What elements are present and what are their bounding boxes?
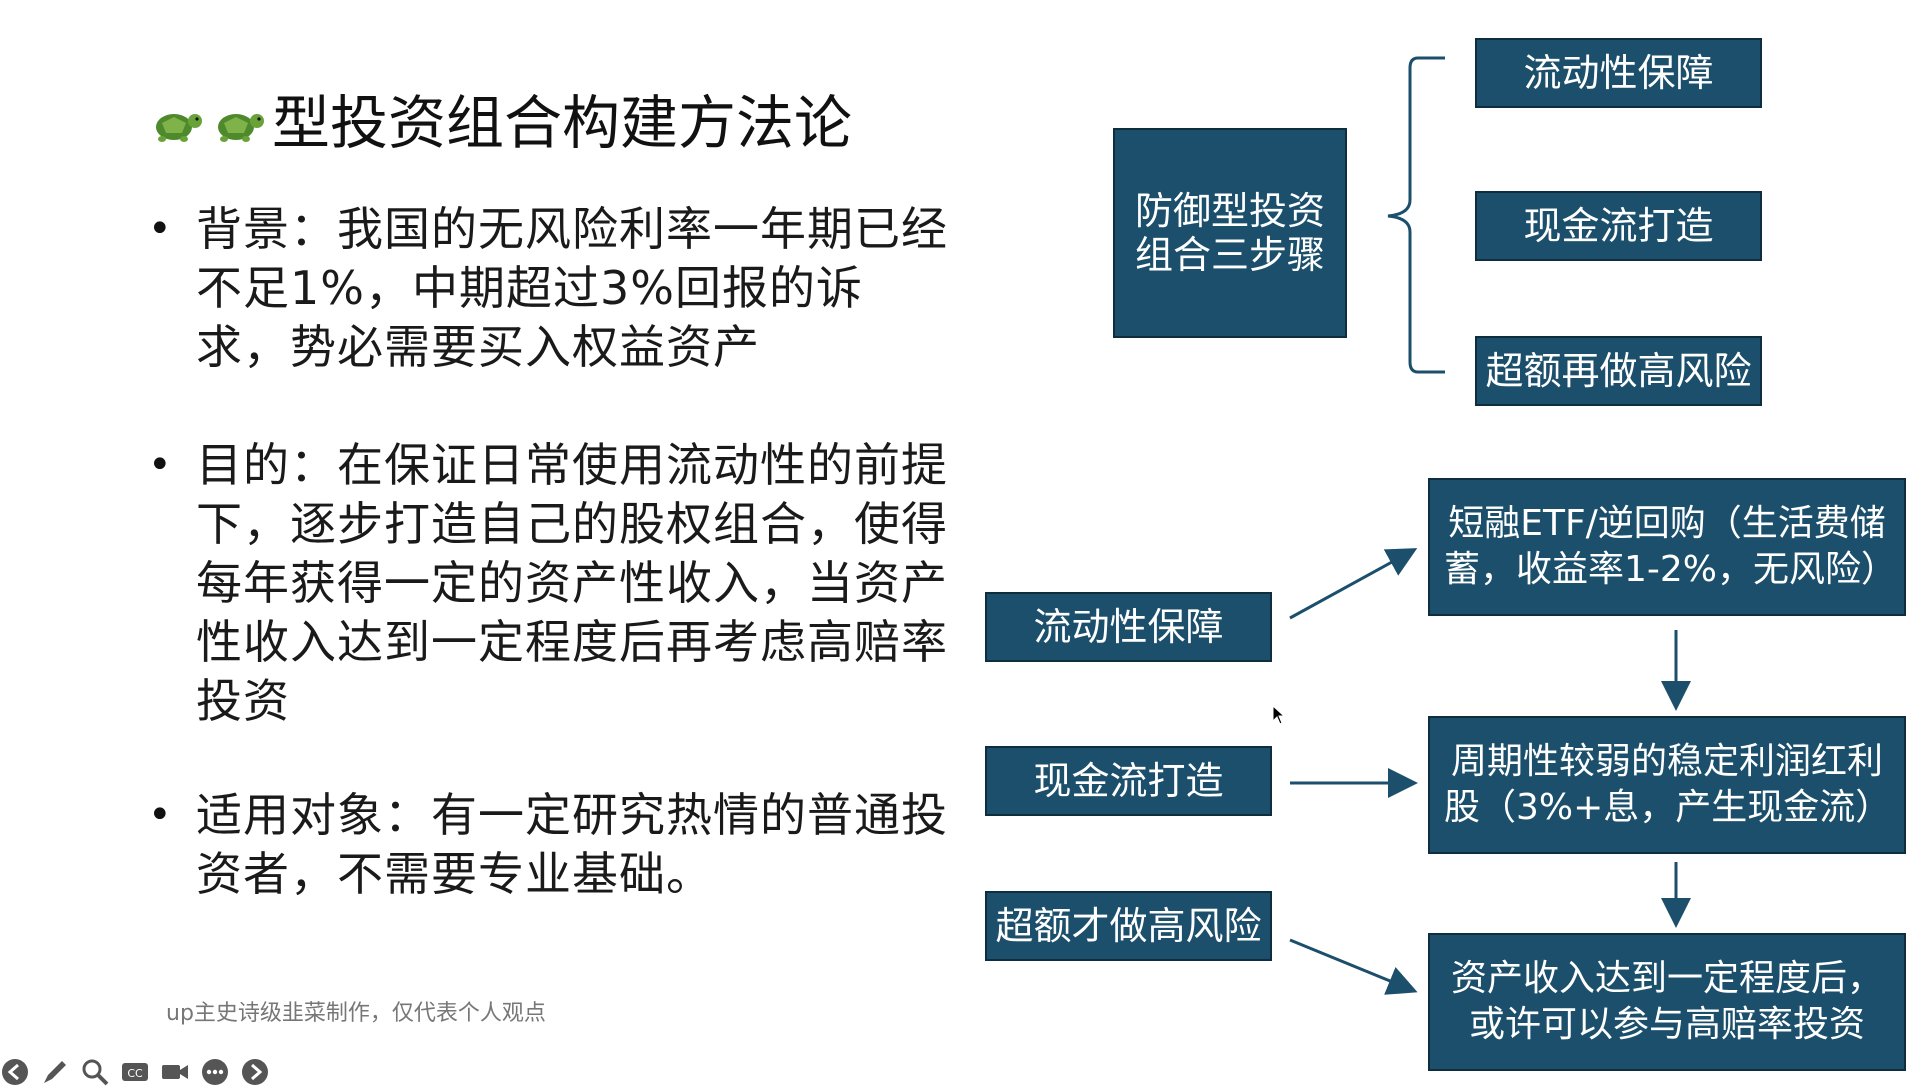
left-box-liquidity: 流动性保障 xyxy=(985,592,1272,662)
credit-text: up主史诗级韭菜制作，仅代表个人观点 xyxy=(166,1001,546,1026)
arrow-excess-to-highodds xyxy=(1289,938,1418,995)
search-icon[interactable] xyxy=(80,1057,110,1087)
right-box-dividend: 周期性较弱的稳定利润红利股（3%+息，产生现金流） xyxy=(1428,716,1906,854)
left-box-cashflow: 现金流打造 xyxy=(985,746,1272,816)
bullet-marker: • xyxy=(148,206,172,252)
bullet-text: 适用对象：有一定研究热情的普通投资者，不需要专业基础。 xyxy=(196,788,948,901)
right-box-highodds: 资产收入达到一定程度后，或许可以参与高赔率投资 xyxy=(1428,933,1906,1071)
bullet-text: 目的：在保证日常使用流动性的前提下，逐步打造自己的股权组合，使得每年获得一定的资… xyxy=(196,438,948,728)
forward-icon[interactable] xyxy=(240,1057,270,1087)
bullet-audience: • 适用对象：有一定研究热情的普通投资者，不需要专业基础。 xyxy=(148,786,956,904)
back-icon[interactable] xyxy=(0,1057,30,1087)
left-box-excess: 超额才做高风险 xyxy=(985,891,1272,961)
right-box-etf: 短融ETF/逆回购（生活费储蓄，收益率1-2%，无风险） xyxy=(1428,478,1906,616)
title-text: 型投资组合构建方法论 xyxy=(272,89,853,157)
step-box-cashflow: 现金流打造 xyxy=(1475,191,1762,261)
arrow-liquidity-to-etf xyxy=(1289,548,1418,620)
bullet-text: 背景：我国的无风险利率一年期已经不足1%，中期超过3%回报的诉求，势必需要买入权… xyxy=(196,202,948,374)
step-box-liquidity: 流动性保障 xyxy=(1475,38,1762,108)
title-icons xyxy=(148,99,266,147)
cc-icon[interactable]: CC xyxy=(120,1057,150,1087)
turtle-icon xyxy=(156,114,202,142)
presentation-toolbar: CC xyxy=(0,1055,270,1089)
slide-title: 型投资组合构建方法论 xyxy=(148,88,852,158)
mouse-cursor-icon xyxy=(1272,705,1286,725)
bullet-marker: • xyxy=(148,792,172,838)
bullet-background: • 背景：我国的无风险利率一年期已经不足1%，中期超过3%回报的诉求，势必需要买… xyxy=(148,200,956,377)
brace-connector xyxy=(1387,56,1445,374)
bullet-purpose: • 目的：在保证日常使用流动性的前提下，逐步打造自己的股权组合，使得每年获得一定… xyxy=(148,436,956,731)
step-box-excess: 超额再做高风险 xyxy=(1475,336,1762,406)
pen-icon[interactable] xyxy=(40,1057,70,1087)
three-steps-box: 防御型投资组合三步骤 xyxy=(1113,128,1347,338)
more-icon[interactable] xyxy=(200,1057,230,1087)
camera-icon[interactable] xyxy=(160,1057,190,1087)
turtle-icon xyxy=(218,114,264,142)
svg-text:CC: CC xyxy=(127,1067,143,1080)
bullet-marker: • xyxy=(148,442,172,488)
